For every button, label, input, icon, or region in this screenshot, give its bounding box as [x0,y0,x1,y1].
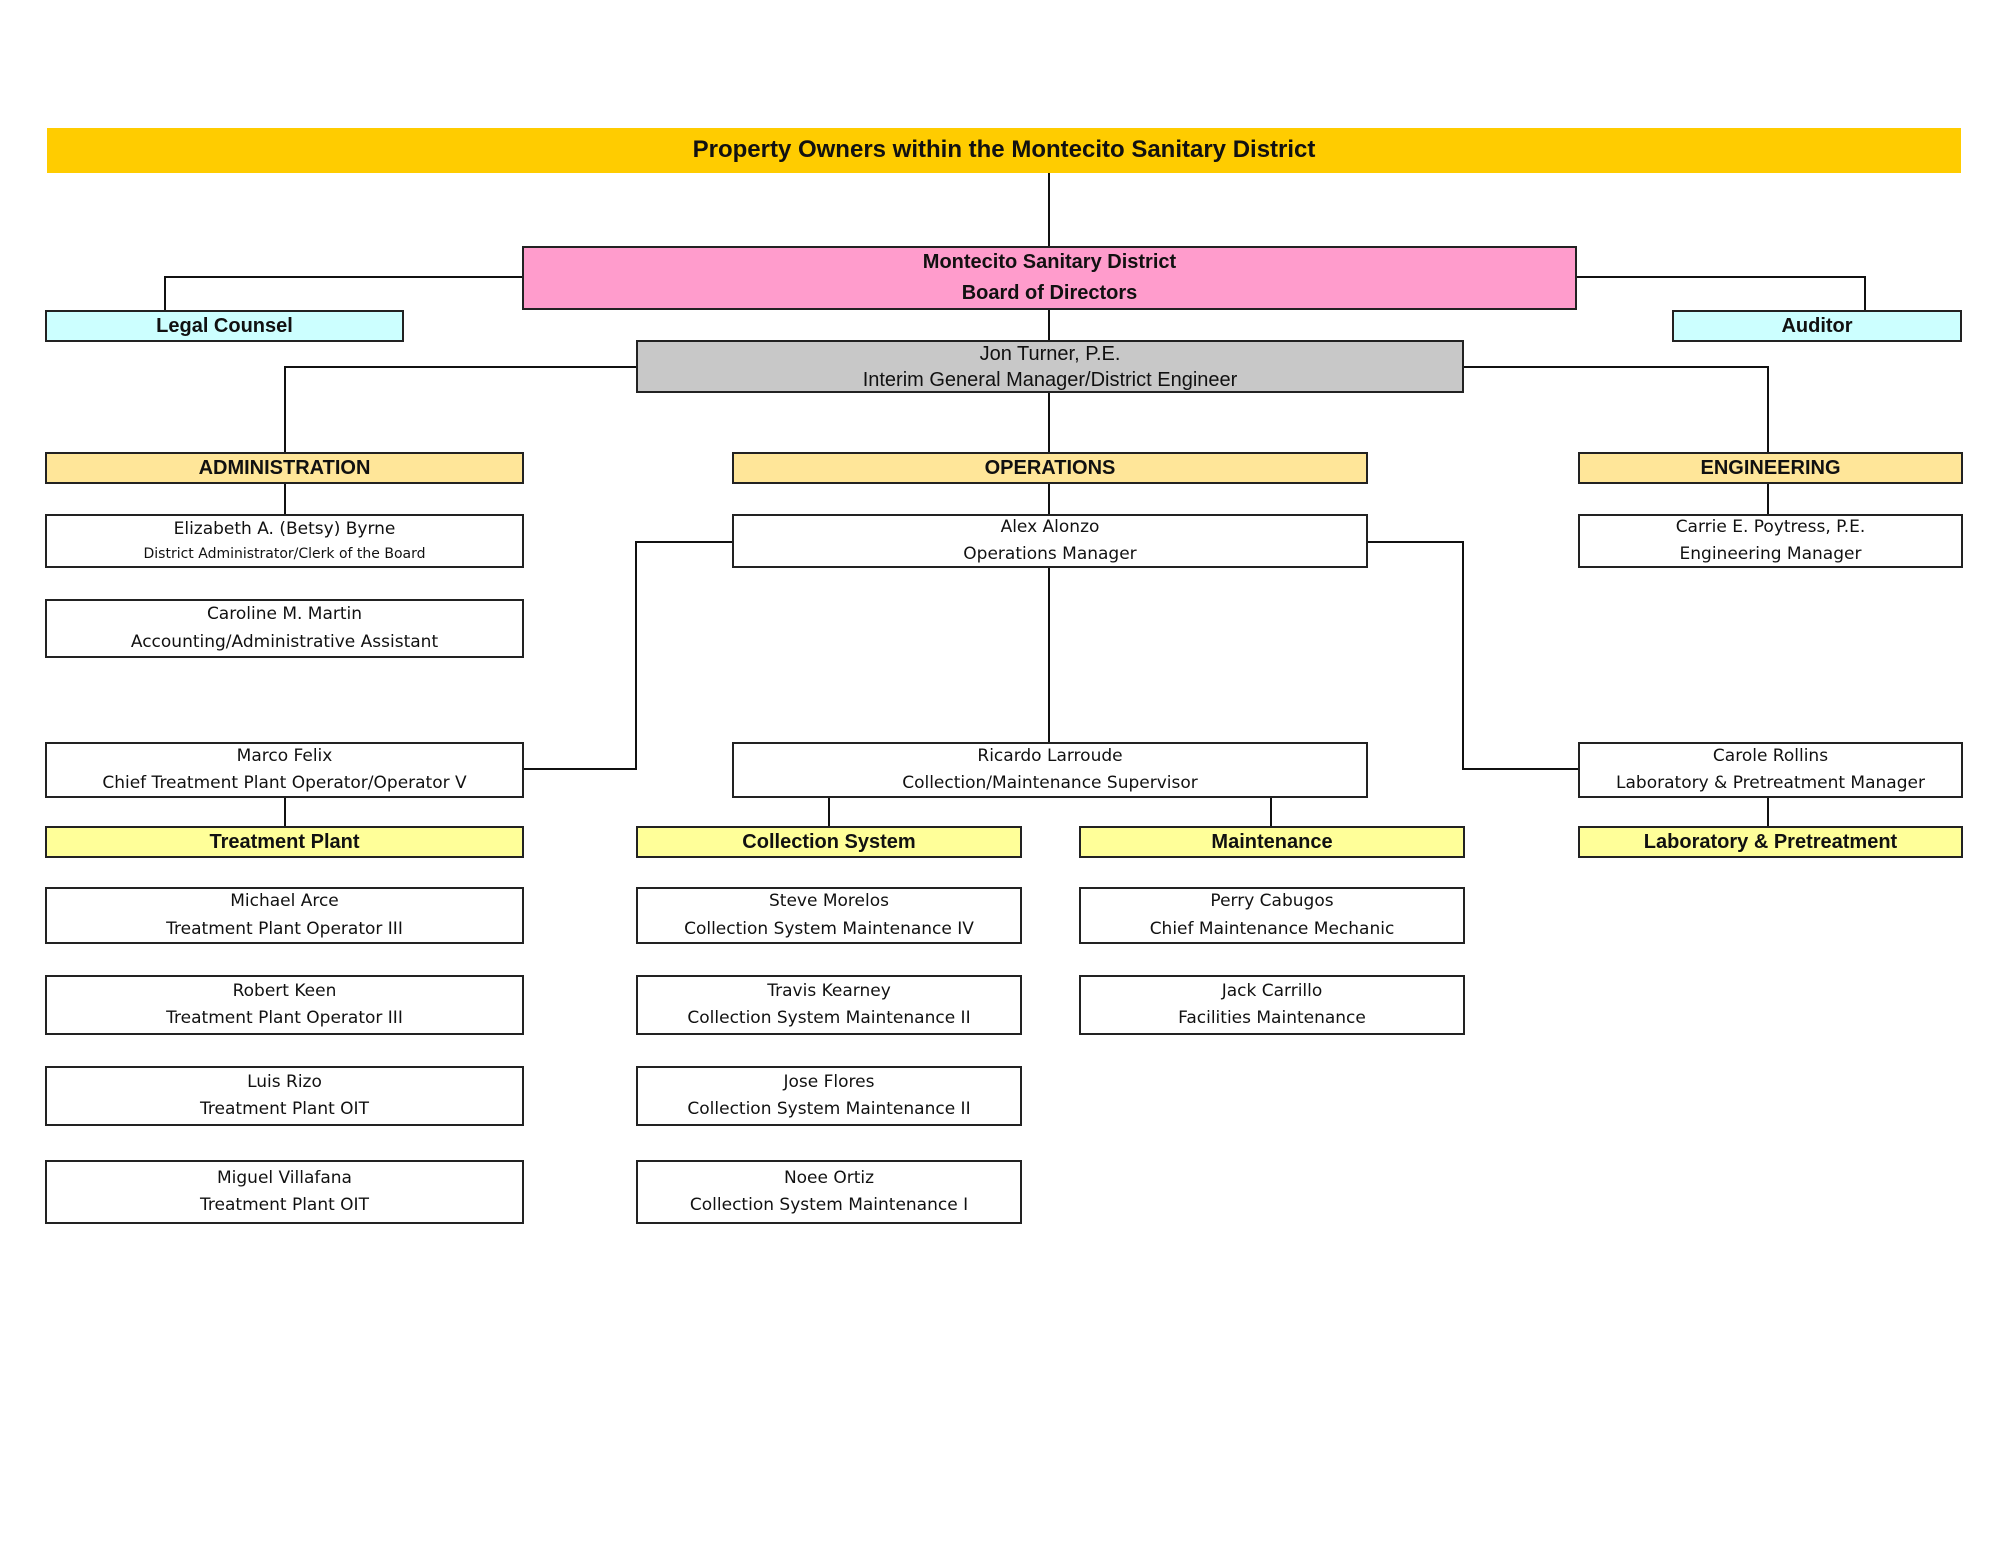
person-box-villafana: Miguel Villafana Treatment Plant OIT [45,1160,524,1224]
person-box-alonzo: Alex Alonzo Operations Manager [732,514,1368,568]
dept-engineering-label: ENGINEERING [1700,456,1841,479]
person-name: Caroline M. Martin [206,604,363,625]
person-title: Collection System Maintenance II [687,1008,971,1028]
person-title: Collection/Maintenance Supervisor [902,773,1198,793]
person-title: District Administrator/Clerk of the Boar… [143,546,426,563]
person-name: Michael Arce [230,891,339,912]
auditor-label: Auditor [1781,314,1853,337]
person-box-rollins: Carole Rollins Laboratory & Pretreatment… [1578,742,1963,798]
general-manager-box: Jon Turner, P.E. Interim General Manager… [636,340,1464,393]
unit-collection-system: Collection System [636,826,1022,858]
person-name: Travis Kearney [767,980,891,1001]
person-title: Laboratory & Pretreatment Manager [1616,773,1925,793]
person-title: Collection System Maintenance I [689,1195,969,1215]
person-name: Perry Cabugos [1210,891,1334,912]
person-box-keen: Robert Keen Treatment Plant Operator III [45,975,524,1035]
auditor-box: Auditor [1672,310,1962,342]
board-line-2: Board of Directors [961,282,1138,304]
org-title: Property Owners within the Montecito San… [692,136,1316,164]
person-title: Collection System Maintenance II [687,1099,971,1119]
board-of-directors-box: Montecito Sanitary District Board of Dir… [522,246,1577,310]
person-box-arce: Michael Arce Treatment Plant Operator II… [45,887,524,944]
person-name: Carrie E. Poytress, P.E. [1675,516,1866,537]
person-title: Chief Treatment Plant Operator/Operator … [102,773,467,793]
person-box-morelos: Steve Morelos Collection System Maintena… [636,887,1022,944]
person-box-kearney: Travis Kearney Collection System Mainten… [636,975,1022,1035]
gm-title: Interim General Manager/District Enginee… [862,368,1238,391]
person-title: Chief Maintenance Mechanic [1149,918,1395,939]
person-name: Alex Alonzo [1000,516,1100,537]
person-box-ortiz: Noee Ortiz Collection System Maintenance… [636,1160,1022,1224]
person-box-flores: Jose Flores Collection System Maintenanc… [636,1066,1022,1126]
person-title: Engineering Manager [1679,544,1862,564]
unit-treatment-plant-label: Treatment Plant [209,830,360,853]
person-name: Miguel Villafana [217,1167,352,1188]
legal-counsel-box: Legal Counsel [45,310,404,342]
dept-administration-label: ADMINISTRATION [198,456,371,479]
dept-engineering: ENGINEERING [1578,452,1963,484]
unit-collection-system-label: Collection System [742,830,916,853]
unit-laboratory-label: Laboratory & Pretreatment [1643,830,1898,853]
person-name: Steve Morelos [769,891,889,912]
dept-operations-label: OPERATIONS [984,456,1116,479]
dept-operations: OPERATIONS [732,452,1368,484]
person-name: Ricardo Larroude [977,745,1123,766]
unit-maintenance-label: Maintenance [1211,830,1333,853]
person-name: Robert Keen [232,980,337,1001]
person-box-larroude: Ricardo Larroude Collection/Maintenance … [732,742,1368,798]
person-title: Operations Manager [963,544,1137,564]
person-title: Treatment Plant Operator III [166,1008,403,1028]
person-name: Jack Carrillo [1221,980,1323,1001]
person-box-byrne: Elizabeth A. (Betsy) Byrne District Admi… [45,514,524,568]
person-name: Luis Rizo [247,1071,322,1092]
person-box-felix: Marco Felix Chief Treatment Plant Operat… [45,742,524,798]
person-name: Noee Ortiz [783,1167,875,1188]
person-box-cabugos: Perry Cabugos Chief Maintenance Mechanic [1079,887,1465,944]
person-box-carrillo: Jack Carrillo Facilities Maintenance [1079,975,1465,1035]
person-name: Elizabeth A. (Betsy) Byrne [173,519,396,540]
person-title: Accounting/Administrative Assistant [130,631,439,652]
unit-maintenance: Maintenance [1079,826,1465,858]
person-name: Marco Felix [236,745,333,766]
dept-administration: ADMINISTRATION [45,452,524,484]
person-title: Treatment Plant Operator III [166,918,403,939]
person-title: Collection System Maintenance IV [684,918,974,939]
legal-counsel-label: Legal Counsel [156,314,293,337]
person-name: Carole Rollins [1712,745,1829,766]
person-box-poytress: Carrie E. Poytress, P.E. Engineering Man… [1578,514,1963,568]
gm-name: Jon Turner, P.E. [979,342,1121,365]
person-name: Jose Flores [783,1071,875,1092]
board-line-1: Montecito Sanitary District [922,251,1177,273]
person-title: Treatment Plant OIT [200,1099,369,1119]
unit-treatment-plant: Treatment Plant [45,826,524,858]
org-title-banner: Property Owners within the Montecito San… [47,128,1961,173]
person-box-martin: Caroline M. Martin Accounting/Administra… [45,599,524,658]
unit-laboratory: Laboratory & Pretreatment [1578,826,1963,858]
person-title: Treatment Plant OIT [200,1195,369,1215]
person-title: Facilities Maintenance [1178,1008,1366,1028]
person-box-rizo: Luis Rizo Treatment Plant OIT [45,1066,524,1126]
